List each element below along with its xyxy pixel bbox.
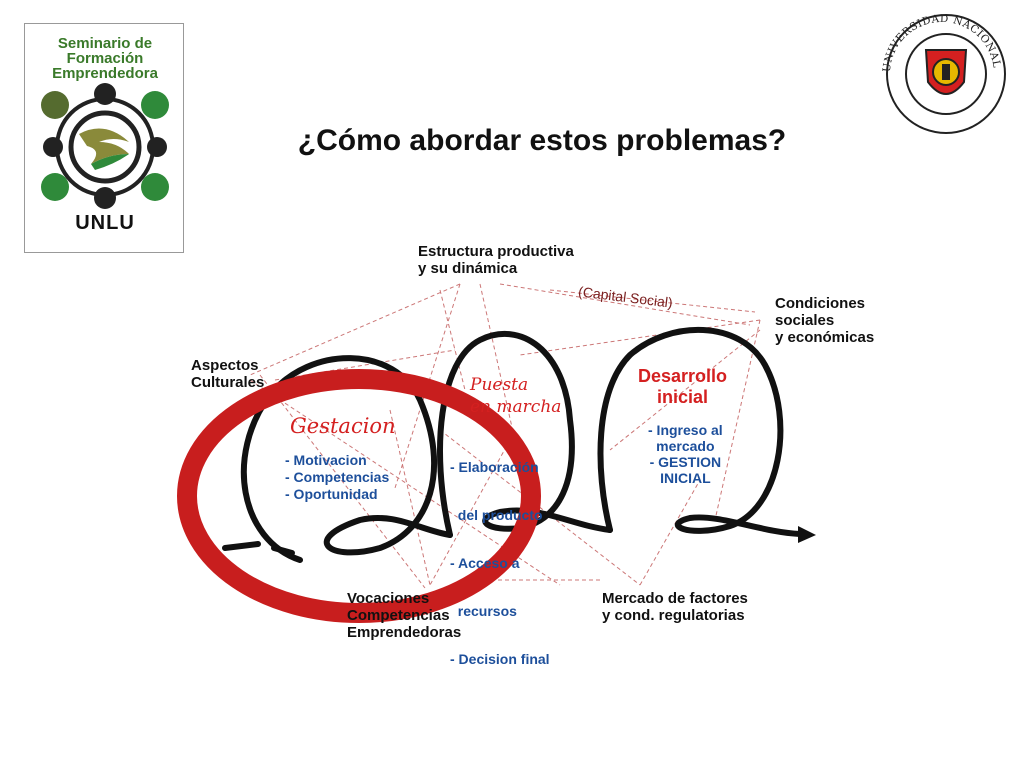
stage-item: - Elaboración — [450, 459, 550, 475]
stage-item: - Oportunidad — [285, 486, 389, 503]
stage-item: del producto — [450, 507, 550, 523]
label-line: y cond. regulatorias — [602, 607, 748, 624]
label-line: Competencias — [347, 607, 461, 624]
stage-puesta-title: Puesta en marcha — [470, 374, 561, 418]
stage-title-line: Desarrollo — [638, 366, 727, 387]
stage-puesta-items: - Elaboración del producto - Acceso a re… — [450, 427, 550, 683]
stage-gestacion-title: Gestacion — [290, 418, 396, 435]
label-line: Vocaciones — [347, 590, 461, 607]
stage-item: - GESTION — [648, 454, 723, 470]
stage-item: - Motivacion — [285, 452, 389, 469]
label-mercado-factores: Mercado de factores y cond. regulatorias — [602, 590, 748, 624]
stage-item: - Acceso a — [450, 555, 550, 571]
stage-gestacion-items: - Motivacion - Competencias - Oportunida… — [285, 452, 389, 503]
stage-item: recursos — [450, 603, 550, 619]
label-line: Aspectos — [191, 357, 264, 374]
stage-title-line: Puesta — [470, 374, 561, 396]
label-line: Emprendedoras — [347, 624, 461, 641]
arrow-head-icon — [798, 526, 816, 543]
stage-desarrollo-items: - Ingreso al mercado - GESTION INICIAL — [648, 422, 723, 486]
stage-title-line: inicial — [638, 387, 727, 408]
label-line: Condiciones — [775, 295, 874, 312]
stage-item: INICIAL — [648, 470, 723, 486]
stage-title-line: en marcha — [470, 396, 561, 418]
label-line: Mercado de factores — [602, 590, 748, 607]
label-line: Culturales — [191, 374, 264, 391]
stage-item: mercado — [648, 438, 723, 454]
stage-item: - Decision final — [450, 651, 550, 667]
label-vocaciones: Vocaciones Competencias Emprendedoras — [347, 590, 461, 641]
label-condiciones-sociales: Condiciones sociales y económicas — [775, 295, 874, 346]
stage-desarrollo-title: Desarrollo inicial — [638, 366, 727, 408]
label-aspectos-culturales: Aspectos Culturales — [191, 357, 264, 391]
label-estructura-productiva: Estructura productiva y su dinámica — [418, 243, 574, 277]
label-line: Estructura productiva — [418, 243, 574, 260]
stage-item: - Ingreso al — [648, 422, 723, 438]
label-line: y su dinámica — [418, 260, 574, 277]
label-line: sociales — [775, 312, 874, 329]
stage-item: - Competencias — [285, 469, 389, 486]
label-line: y económicas — [775, 329, 874, 346]
